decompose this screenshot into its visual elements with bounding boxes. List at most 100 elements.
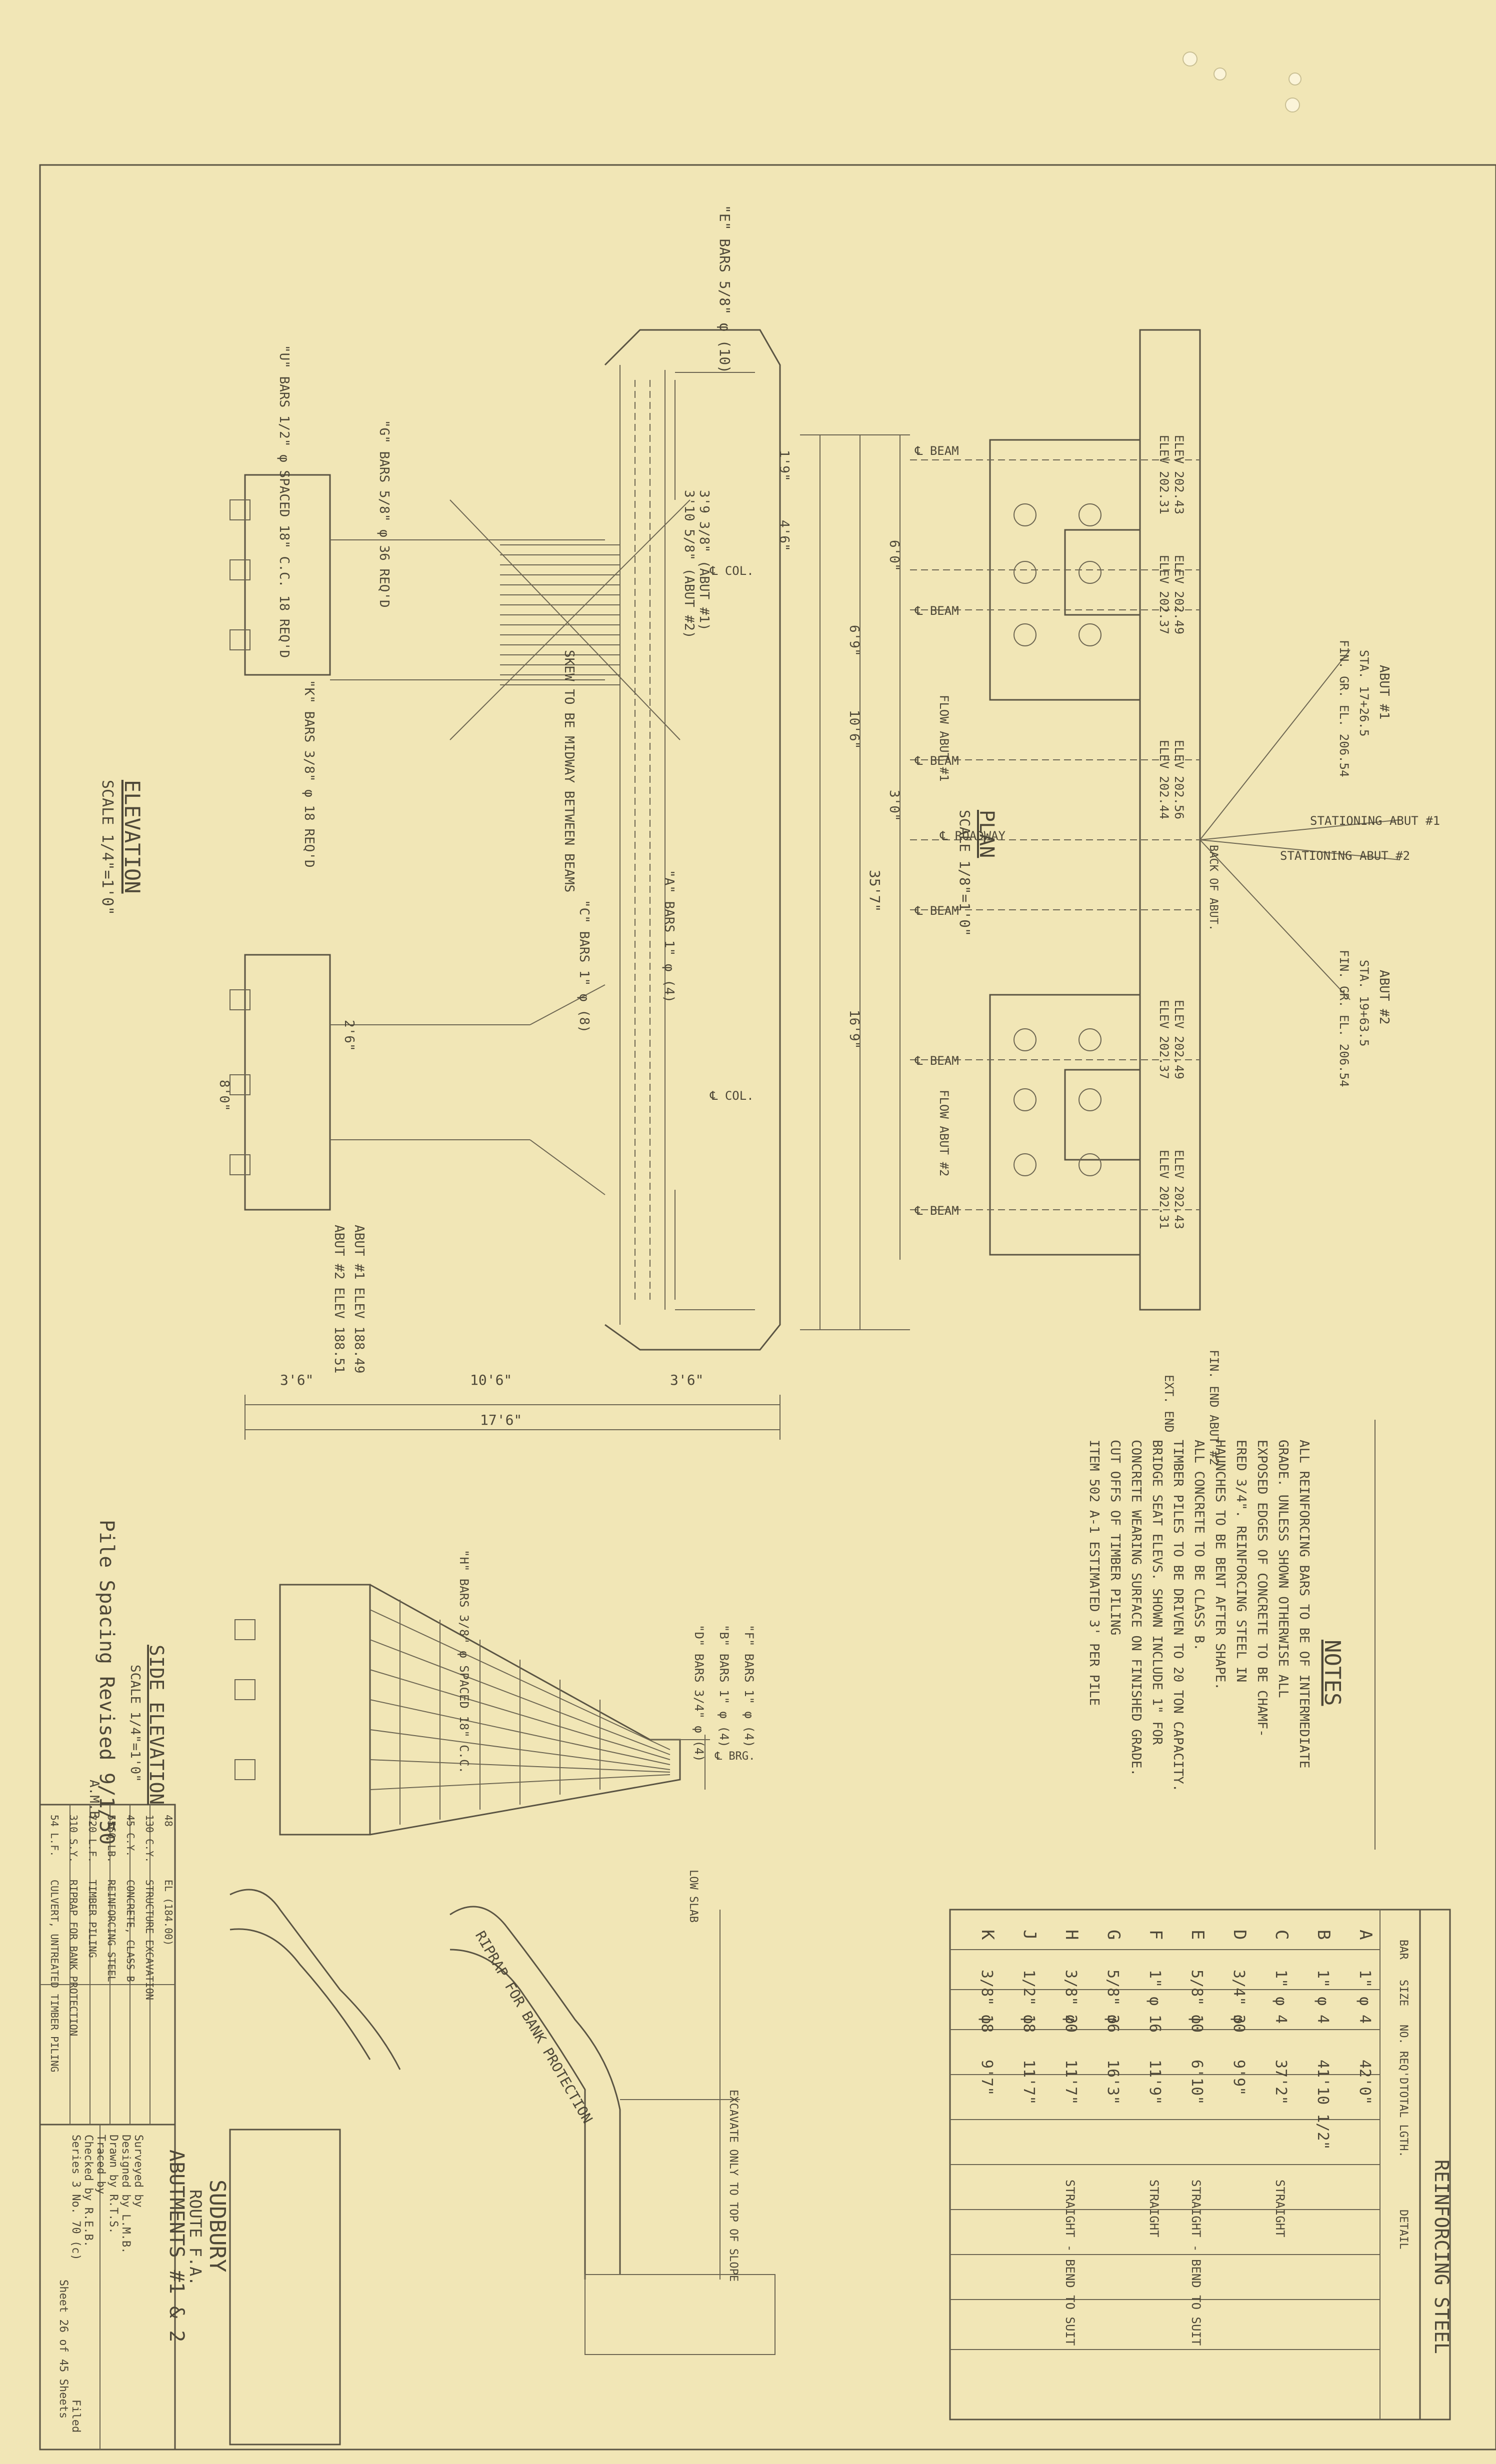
elev-label: ELEV 202.49	[1172, 1000, 1186, 1079]
elevation-scale: SCALE 1/4"=1'0"	[98, 780, 116, 915]
steel-bar-mark: B	[1314, 1930, 1334, 1940]
note-line: ERED 3/4". REINFORCING STEEL IN	[1234, 1440, 1248, 1682]
c-bars-label: "C" BARS 1" φ (8)	[576, 900, 592, 1033]
beam-label: ℄ BEAM	[914, 604, 959, 618]
dim-label: 16'9"	[846, 1010, 862, 1049]
note-line: CUT OFFS OF TIMBER PILING	[1108, 1440, 1122, 1635]
steel-bar-count: 36	[1104, 2015, 1122, 2033]
steel-bar-size: 3/8" φ	[978, 1970, 996, 2024]
surveyed-by: Surveyed by	[132, 2135, 144, 2208]
note-line: HAUNCHES TO BE BENT AFTER SHAPE.	[1212, 1440, 1228, 1690]
dim-label: 8'0"	[216, 1080, 232, 1111]
steel-bar-detail: STRAIGHT	[1273, 2180, 1287, 2238]
steel-bar-count: 18	[1020, 2015, 1038, 2033]
steel-header-cell: NO. REQ'D	[1397, 2025, 1410, 2084]
flow-abut2: FLOW ABUT #2	[937, 1090, 951, 1176]
steel-header-cell: DETAIL	[1397, 2210, 1410, 2249]
dim-label: 3'6"	[280, 1372, 314, 1388]
note-line: ALL REINFORCING BARS TO BE OF INTERMEDIA…	[1296, 1440, 1312, 1768]
dim-label: 1'9"	[776, 450, 792, 481]
note-line: EXPOSED EDGES OF CONCRETE TO BE CHAMF-	[1254, 1440, 1270, 1737]
drawn-by: Drawn by R.T.S.	[107, 2135, 120, 2234]
abut-elev-1: ABUT #1 ELEV 188.49	[352, 1225, 366, 1373]
abut1-label: ABUT #1	[1376, 665, 1392, 720]
col-label: ℄ COL.	[710, 1089, 754, 1103]
d-bars-label: "D" BARS 3/4" φ (4)	[692, 1625, 706, 1762]
plan-title: PLAN	[975, 810, 998, 858]
elev-label: ELEV 202.44	[1157, 740, 1171, 819]
steel-bar-length: 42'0"	[1356, 2060, 1374, 2105]
beam-label: ℄ BEAM	[914, 1054, 959, 1068]
quantity-value: 45 C.Y.	[124, 1815, 136, 1857]
stationing-abut1: STATIONING ABUT #1	[1310, 814, 1440, 828]
steel-bar-length: 11'7"	[1020, 2060, 1038, 2105]
beam-label: ℄ BEAM	[914, 754, 959, 768]
abut2-fin: FIN. GR. EL. 206.54	[1337, 950, 1351, 1087]
quantity-value: 5560 LB.	[106, 1815, 118, 1863]
note-line: GRADE. UNLESS SHOWN OTHERWISE ALL	[1276, 1440, 1290, 1698]
route-label: ROUTE F.A.	[186, 2190, 205, 2286]
beam-label: ℄ BEAM	[914, 444, 959, 458]
steel-bar-count: 4	[1356, 2015, 1374, 2024]
note-line: TIMBER PILES TO BE DRIVEN TO 20 TON CAPA…	[1170, 1440, 1186, 1792]
steel-header-cell: TOTAL LGTH.	[1397, 2085, 1410, 2158]
sheet-border	[39, 164, 1496, 2451]
elev-label: ELEV 202.49	[1172, 555, 1186, 634]
steel-bar-size: 1" φ	[1272, 1970, 1290, 2006]
revision-note: Pile Spacing Revised 9/1/50	[95, 1520, 118, 1845]
b-bars-label: "B" BARS 1" φ (4)	[717, 1625, 731, 1748]
abut2-sta: STA. 19+63.5	[1357, 960, 1371, 1046]
f-bars-label: "F" BARS 1" φ (4)	[742, 1625, 756, 1748]
quantity-value: 310 S.Y.	[68, 1815, 80, 1863]
quantity-desc: STRUCTURE EXCAVATION	[144, 1880, 156, 2000]
steel-header-cell: SIZE	[1397, 1980, 1410, 2006]
side-elevation-scale: SCALE 1/4"=1'0"	[128, 1665, 142, 1782]
elev-label: ELEV 202.31	[1157, 1150, 1171, 1229]
quantity-desc: TIMBER PILING	[86, 1880, 98, 1958]
series-label: Series 3 No. 70 (c)	[70, 2135, 82, 2261]
steel-bar-detail: STRAIGHT - BEND TO SUIT	[1063, 2180, 1077, 2346]
k-bars-label: "K" BARS 3/8" φ 18 REQ'D	[302, 680, 316, 868]
designed-by: Designed by L.M.B.	[120, 2135, 132, 2254]
note-line: ALL CONCRETE TO BE CLASS B.	[1192, 1440, 1206, 1651]
steel-bar-count: 16	[1146, 2015, 1164, 2033]
note-line: CONCRETE WEARING SURFACE ON FINISHED GRA…	[1128, 1440, 1144, 1776]
revision-initials: A.M.B.	[86, 1780, 102, 1827]
steel-bar-size: 1" φ	[1314, 1970, 1332, 2006]
steel-table-grid	[949, 1909, 1451, 2421]
plan-view	[910, 329, 1400, 1311]
project-name: SUDBURY	[204, 2180, 230, 2272]
fin-end-label: FIN. END ABUT #2	[1207, 1350, 1221, 1465]
dim-label: 3'0"	[886, 790, 902, 821]
steel-bar-mark: C	[1272, 1930, 1292, 1940]
quantity-desc: RIPRAP FOR BANK PROTECTION	[68, 1880, 80, 2036]
steel-bar-count: 30	[1230, 2015, 1248, 2033]
traced-by: Traced by	[94, 2135, 107, 2194]
steel-bar-count: 10	[1188, 2015, 1206, 2033]
subject-label: ABUTMENTS #1 & 2	[165, 2150, 188, 2342]
steel-bar-size: 1/2" φ	[1020, 1970, 1038, 2024]
beam-label: ℄ BEAM	[914, 1204, 959, 1218]
dim-label: 6'9"	[846, 625, 862, 656]
elevation-view	[230, 329, 910, 1440]
steel-bar-length: 9'9"	[1230, 2060, 1248, 2096]
steel-bar-size: 3/4" φ	[1230, 1970, 1248, 2024]
stationing-abut2: STATIONING ABUT #2	[1280, 849, 1410, 863]
steel-bar-mark: K	[978, 1930, 998, 1940]
steel-bar-length: 9'7"	[978, 2060, 996, 2096]
steel-bar-length: 11'7"	[1062, 2060, 1080, 2105]
elev-label: ELEV 202.37	[1157, 555, 1171, 634]
quantity-value: 54 L.F.	[48, 1815, 60, 1857]
sheet-number: Sheet 26 of 45 Sheets	[57, 2280, 70, 2419]
abut1-fin: FIN. GR. EL. 206.54	[1337, 640, 1351, 777]
steel-bar-length: 41'10 1/2"	[1314, 2060, 1332, 2150]
dim-abut2: 3'10 5/8" (ABUT #2)	[682, 490, 696, 638]
col-label: ℄ COL.	[710, 564, 754, 578]
dim-label: 35'7"	[866, 870, 883, 912]
steel-bar-detail: STRAIGHT - BEND TO SUIT	[1189, 2180, 1203, 2346]
dim-label: 3'6"	[670, 1372, 704, 1388]
riprap-view	[229, 1889, 776, 2446]
notes-title: NOTES	[1320, 1640, 1345, 1706]
side-elevation-view	[234, 1584, 710, 1836]
